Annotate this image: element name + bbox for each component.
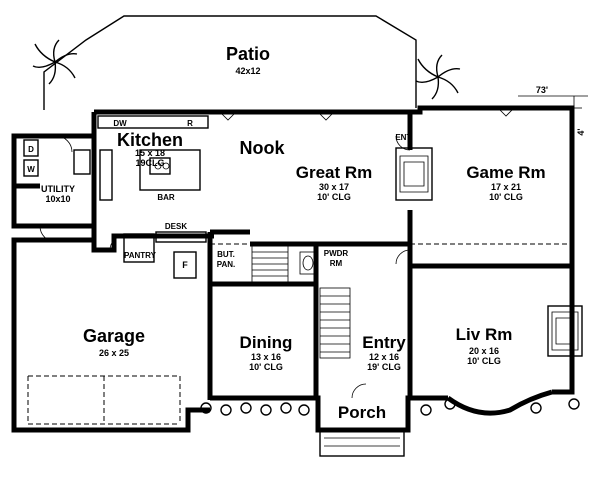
- garage-upper-wall: [91, 210, 214, 253]
- garage-size: 26 x 25: [99, 348, 129, 358]
- desk-label: DESK: [165, 222, 187, 231]
- liv-rm-ceiling: 10' CLG: [467, 356, 501, 366]
- stairs-entry: [319, 287, 351, 359]
- dw-label: DW: [113, 119, 127, 128]
- dimension-lines: [518, 95, 588, 150]
- kitchen-label: Kitchen: [117, 130, 183, 150]
- dashed-openings: [27, 243, 572, 425]
- pantry-fixtures: [123, 231, 207, 279]
- nook-label: Nook: [240, 138, 286, 158]
- palm-tree-left-icon: [32, 39, 78, 85]
- great-rm-ceiling: 10' CLG: [317, 192, 351, 202]
- utility-label: UTILITY: [41, 184, 75, 194]
- dining-ceiling: 10' CLG: [249, 362, 283, 372]
- pantry-label: PANTRY: [124, 251, 157, 260]
- patio-size: 42x12: [235, 66, 260, 76]
- washer-label: W: [27, 165, 35, 174]
- entry-size: 12 x 16: [369, 352, 399, 362]
- door-swings: [39, 135, 411, 399]
- interior-wall-stair-hall: [248, 112, 413, 398]
- patio-outline: [43, 15, 417, 110]
- rear-windows: [219, 107, 515, 121]
- range-label: R: [187, 119, 193, 128]
- but-label-2: PAN.: [217, 260, 236, 269]
- stairs-rear: [251, 245, 317, 283]
- fireplace-great-rm-icon: [395, 147, 433, 201]
- great-rm-label: Great Rm: [296, 163, 373, 182]
- utility-fixtures: [23, 139, 91, 177]
- kitchen-counters: [97, 115, 209, 201]
- fireplace-liv-rm-icon: [547, 305, 583, 357]
- kitchen-size: 15 x 18: [135, 148, 165, 158]
- palm-tree-right-icon: [415, 54, 461, 100]
- porch-label: Porch: [338, 403, 386, 422]
- dimension-side-offset: 4': [576, 128, 586, 135]
- ent-label: ENT.: [395, 133, 412, 142]
- but-label-1: BUT.: [217, 250, 235, 259]
- liv-rm-size: 20 x 16: [469, 346, 499, 356]
- entry-label: Entry: [362, 333, 406, 352]
- dryer-label: D: [28, 145, 34, 154]
- game-rm-label: Game Rm: [466, 163, 545, 182]
- great-rm-size: 30 x 17: [319, 182, 349, 192]
- pwdr-label-1: PWDR: [324, 249, 349, 258]
- exterior-wall: [94, 105, 575, 395]
- patio-label: Patio: [226, 44, 270, 64]
- game-rm-size: 17 x 21: [491, 182, 521, 192]
- porch-steps: [319, 429, 405, 457]
- dimension-right-offset: 73': [536, 85, 548, 95]
- entry-ceiling: 19' CLG: [367, 362, 401, 372]
- kitchen-ceiling: 19CLG: [135, 158, 164, 168]
- dining-size: 13 x 16: [251, 352, 281, 362]
- interior-wall-kitchen: [91, 136, 250, 235]
- utility-size: 10x10: [45, 194, 70, 204]
- bar-label: BAR: [157, 193, 175, 202]
- pwdr-label-2: RM: [330, 259, 343, 268]
- garage-label: Garage: [83, 326, 145, 346]
- liv-bay-wall: [446, 389, 553, 416]
- shrubs-icon: [200, 398, 580, 416]
- dining-label: Dining: [240, 333, 293, 352]
- liv-rm-label: Liv Rm: [456, 325, 513, 344]
- game-rm-ceiling: 10' CLG: [489, 192, 523, 202]
- fridge-label: F: [182, 260, 188, 270]
